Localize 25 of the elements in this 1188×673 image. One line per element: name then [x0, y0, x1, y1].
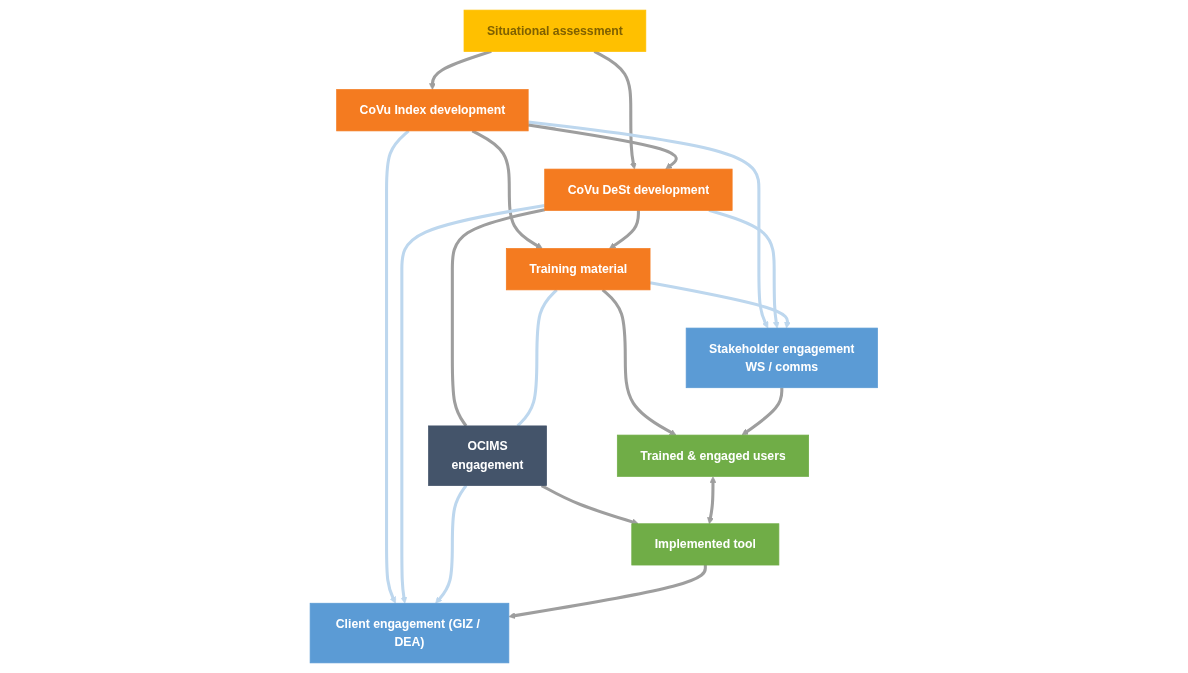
arrow	[649, 281, 791, 329]
arrow	[400, 203, 546, 604]
node-box: Stakeholder engagement WS / comms	[686, 327, 879, 389]
node-box: OCIMS engagement	[428, 425, 548, 486]
arrow	[471, 129, 543, 249]
arrow	[741, 387, 784, 436]
node-box: Implemented tool	[631, 523, 780, 566]
arrow	[541, 484, 639, 526]
node-box: Trained & engaged users	[617, 434, 810, 477]
arrow	[508, 565, 708, 619]
arrow	[435, 484, 468, 604]
arrow	[707, 476, 717, 525]
arrow	[593, 50, 637, 170]
arrow	[385, 129, 410, 604]
node-box: Client engagement (GIZ / DEA)	[309, 602, 510, 664]
arrow	[528, 120, 769, 329]
node-box: CoVu DeSt development	[544, 168, 733, 211]
connector	[516, 288, 558, 427]
node-box: CoVu Index development	[336, 89, 529, 132]
connector	[451, 208, 546, 427]
node-box: Situational assessment	[463, 9, 647, 52]
arrow	[528, 123, 678, 170]
arrow	[601, 288, 677, 436]
arrow	[609, 210, 641, 249]
node-box: Training material	[506, 248, 651, 291]
